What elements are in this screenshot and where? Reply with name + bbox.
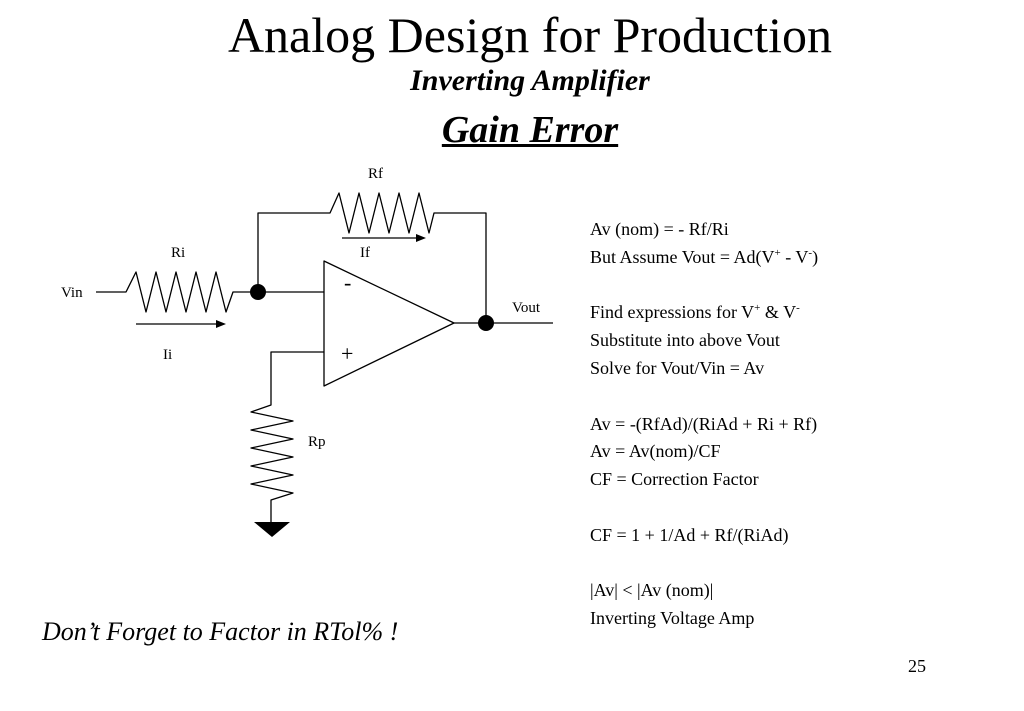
equation-line: Substitute into above Vout [590, 330, 780, 351]
equation-line: Find expressions for V+ & V- [590, 302, 800, 323]
rp-label: Rp [308, 434, 326, 450]
slide-heading: Gain Error [441, 109, 619, 151]
if-label: If [360, 245, 370, 261]
equation-line: Inverting Voltage Amp [590, 608, 755, 629]
equation-line: Av = -(RfAd)/(RiAd + Ri + Rf) [590, 413, 818, 434]
inverting-node [250, 284, 266, 300]
equation-line: Solve for Vout/Vin = Av [590, 357, 765, 378]
plus-sign: + [341, 341, 353, 366]
vout-label: Vout [512, 300, 541, 316]
minus-sign: - [344, 270, 351, 295]
ri-label: Ri [171, 245, 185, 261]
equation-line: Av (nom) = - Rf/Ri [590, 219, 729, 239]
op-amp [323, 260, 455, 387]
ri-resistor [96, 271, 258, 313]
equation-line: CF = 1 + 1/Ad + Rf/(RiAd) [590, 524, 789, 545]
ground-icon [254, 522, 290, 537]
page-number: 25 [908, 656, 926, 676]
equation-spacer [590, 383, 818, 411]
output-node [478, 315, 494, 331]
equation-spacer [590, 550, 818, 578]
rf-label: Rf [368, 166, 383, 182]
equation-line: |Av| < |Av (nom)| [590, 580, 714, 601]
equation-spacer [590, 494, 818, 522]
slide-title: Analog Design for Production [227, 7, 833, 63]
equation-list: Av (nom) = - Rf/Ri But Assume Vout = Ad(… [590, 216, 818, 633]
equation-spacer [590, 272, 818, 300]
tolerance-note: Don’t Forget to Factor in RTol% ! [42, 617, 399, 646]
equation-line: CF = Correction Factor [590, 469, 759, 490]
ii-label: Ii [163, 347, 172, 363]
rf-resistor [257, 192, 487, 323]
vin-label: Vin [61, 285, 83, 301]
equation-line: But Assume Vout = Ad(V+ - V-) [590, 246, 819, 267]
equation-line: Av = Av(nom)/CF [590, 441, 721, 462]
slide-subtitle: Inverting Amplifier [410, 64, 650, 97]
rp-resistor [250, 351, 324, 522]
